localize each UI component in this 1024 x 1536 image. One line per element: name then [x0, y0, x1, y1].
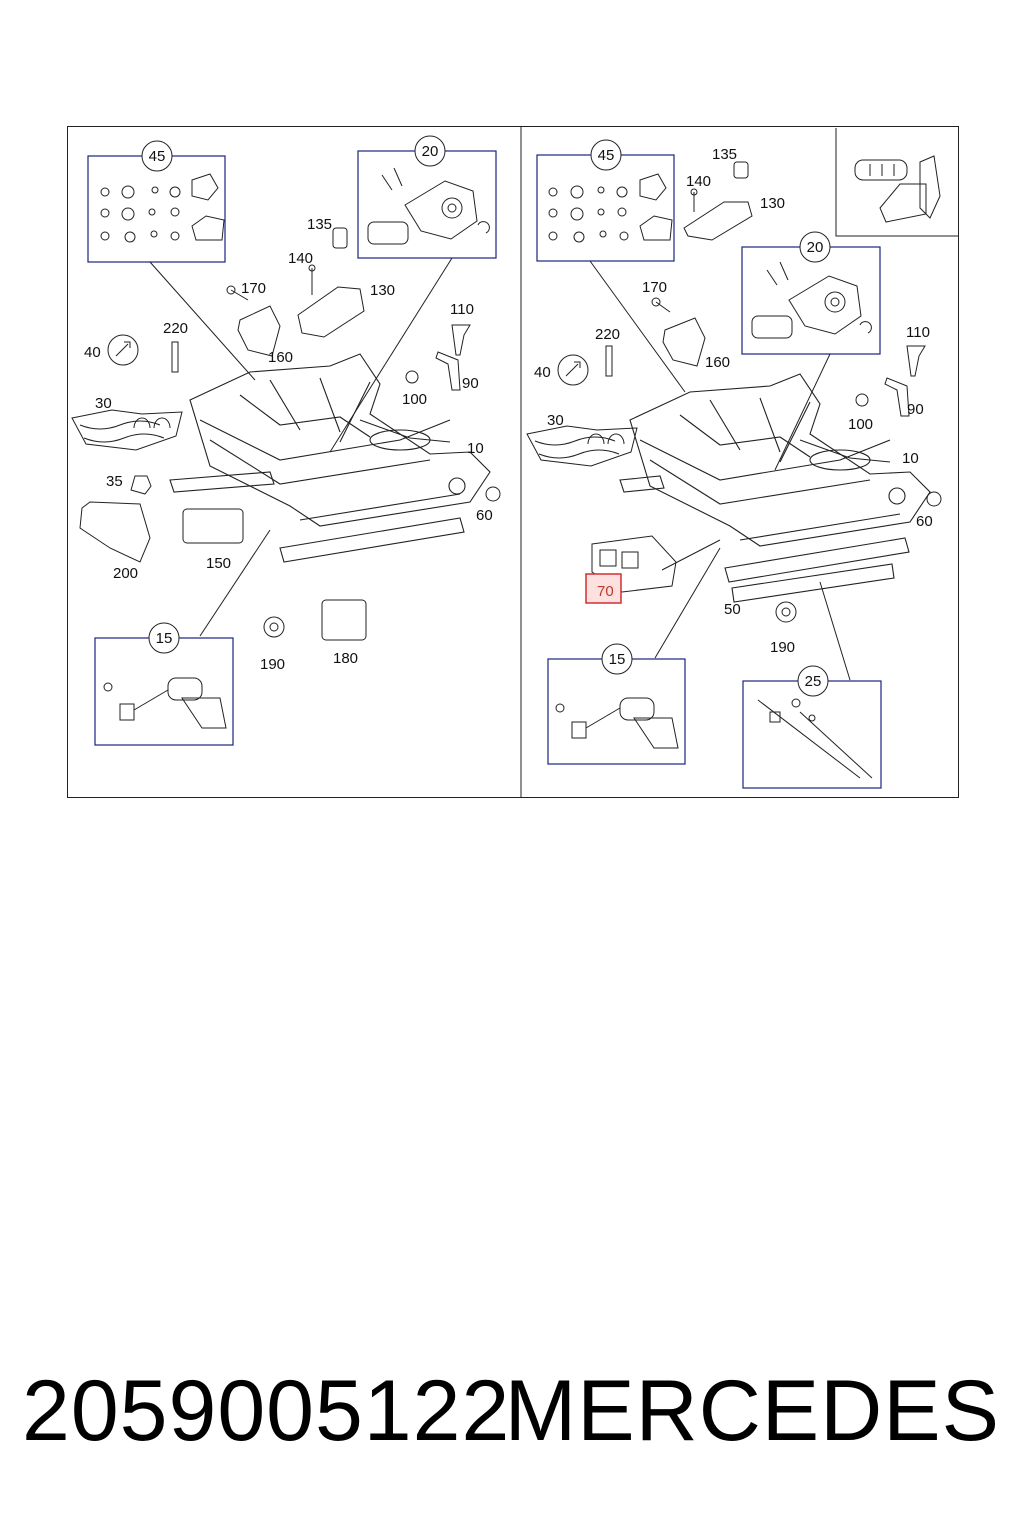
- right-callout-90: 90: [907, 401, 924, 418]
- right-callout-20: 20: [807, 239, 824, 256]
- right-callout-70-highlight: 70: [585, 573, 622, 604]
- right-callout-140: 140: [686, 173, 711, 190]
- right-callout-135: 135: [712, 146, 737, 163]
- right-callout-40: 40: [534, 364, 551, 381]
- left-callout-100: 100: [402, 391, 427, 408]
- left-callout-30: 30: [95, 395, 112, 412]
- left-detail-box-45: 45: [87, 140, 226, 263]
- left-parts-lower: [79, 475, 501, 641]
- right-callout-45: 45: [598, 147, 615, 164]
- right-callout-100: 100: [848, 416, 873, 433]
- left-callout-170: 170: [241, 280, 266, 297]
- right-callout-160: 160: [705, 354, 730, 371]
- left-callout-10: 10: [467, 440, 484, 457]
- right-seat-frame: [619, 373, 931, 603]
- left-detail-box-20: 20: [357, 135, 497, 259]
- left-callout-150: 150: [206, 555, 231, 572]
- right-detail-box-20: 20: [741, 231, 881, 355]
- right-control-unit: [591, 535, 677, 593]
- left-small-parts: [107, 227, 471, 391]
- right-callout-130: 130: [760, 195, 785, 212]
- left-callout-35: 35: [106, 473, 123, 490]
- right-switch-inset: [835, 128, 958, 237]
- right-small-parts: [557, 161, 942, 507]
- right-callout-50: 50: [724, 601, 741, 618]
- right-spring-mat: [526, 425, 638, 467]
- left-callout-180: 180: [333, 650, 358, 667]
- right-detail-box-25: 25: [742, 665, 882, 789]
- left-seat-frame: [169, 353, 491, 563]
- right-callout-70: 70: [597, 583, 614, 600]
- right-detail-box-15: 15: [547, 643, 686, 765]
- left-callout-60: 60: [476, 507, 493, 524]
- left-callout-45: 45: [149, 148, 166, 165]
- right-callout-60: 60: [916, 513, 933, 530]
- right-callout-10: 10: [902, 450, 919, 467]
- right-callout-30: 30: [547, 412, 564, 429]
- right-detail-box-45: 45: [536, 139, 675, 262]
- left-callout-15: 15: [156, 630, 173, 647]
- left-callout-130: 130: [370, 282, 395, 299]
- left-callout-110: 110: [450, 301, 474, 318]
- diagram-frame: [67, 126, 959, 798]
- part-number: 2059005122: [22, 1363, 511, 1459]
- left-callout-90: 90: [462, 375, 479, 392]
- left-callout-220: 220: [163, 320, 188, 337]
- seat-parts-diagram: 45 20: [71, 127, 958, 798]
- right-parts-lower: [775, 601, 797, 623]
- left-callout-160: 160: [268, 349, 293, 366]
- right-callout-25: 25: [805, 673, 822, 690]
- brand-name: MERCEDES: [504, 1363, 1000, 1459]
- left-callout-200: 200: [113, 565, 138, 582]
- left-callout-20: 20: [422, 143, 439, 160]
- right-callout-220: 220: [595, 326, 620, 343]
- left-callout-40: 40: [84, 344, 101, 361]
- right-callout-190: 190: [770, 639, 795, 656]
- right-callout-170: 170: [642, 279, 667, 296]
- left-spring-mat: [71, 409, 183, 451]
- right-callout-15: 15: [609, 651, 626, 668]
- left-callout-135: 135: [307, 216, 332, 233]
- left-detail-box-15: 15: [94, 622, 234, 746]
- left-callout-140: 140: [288, 250, 313, 267]
- left-callout-190: 190: [260, 656, 285, 673]
- right-callout-110: 110: [906, 324, 930, 341]
